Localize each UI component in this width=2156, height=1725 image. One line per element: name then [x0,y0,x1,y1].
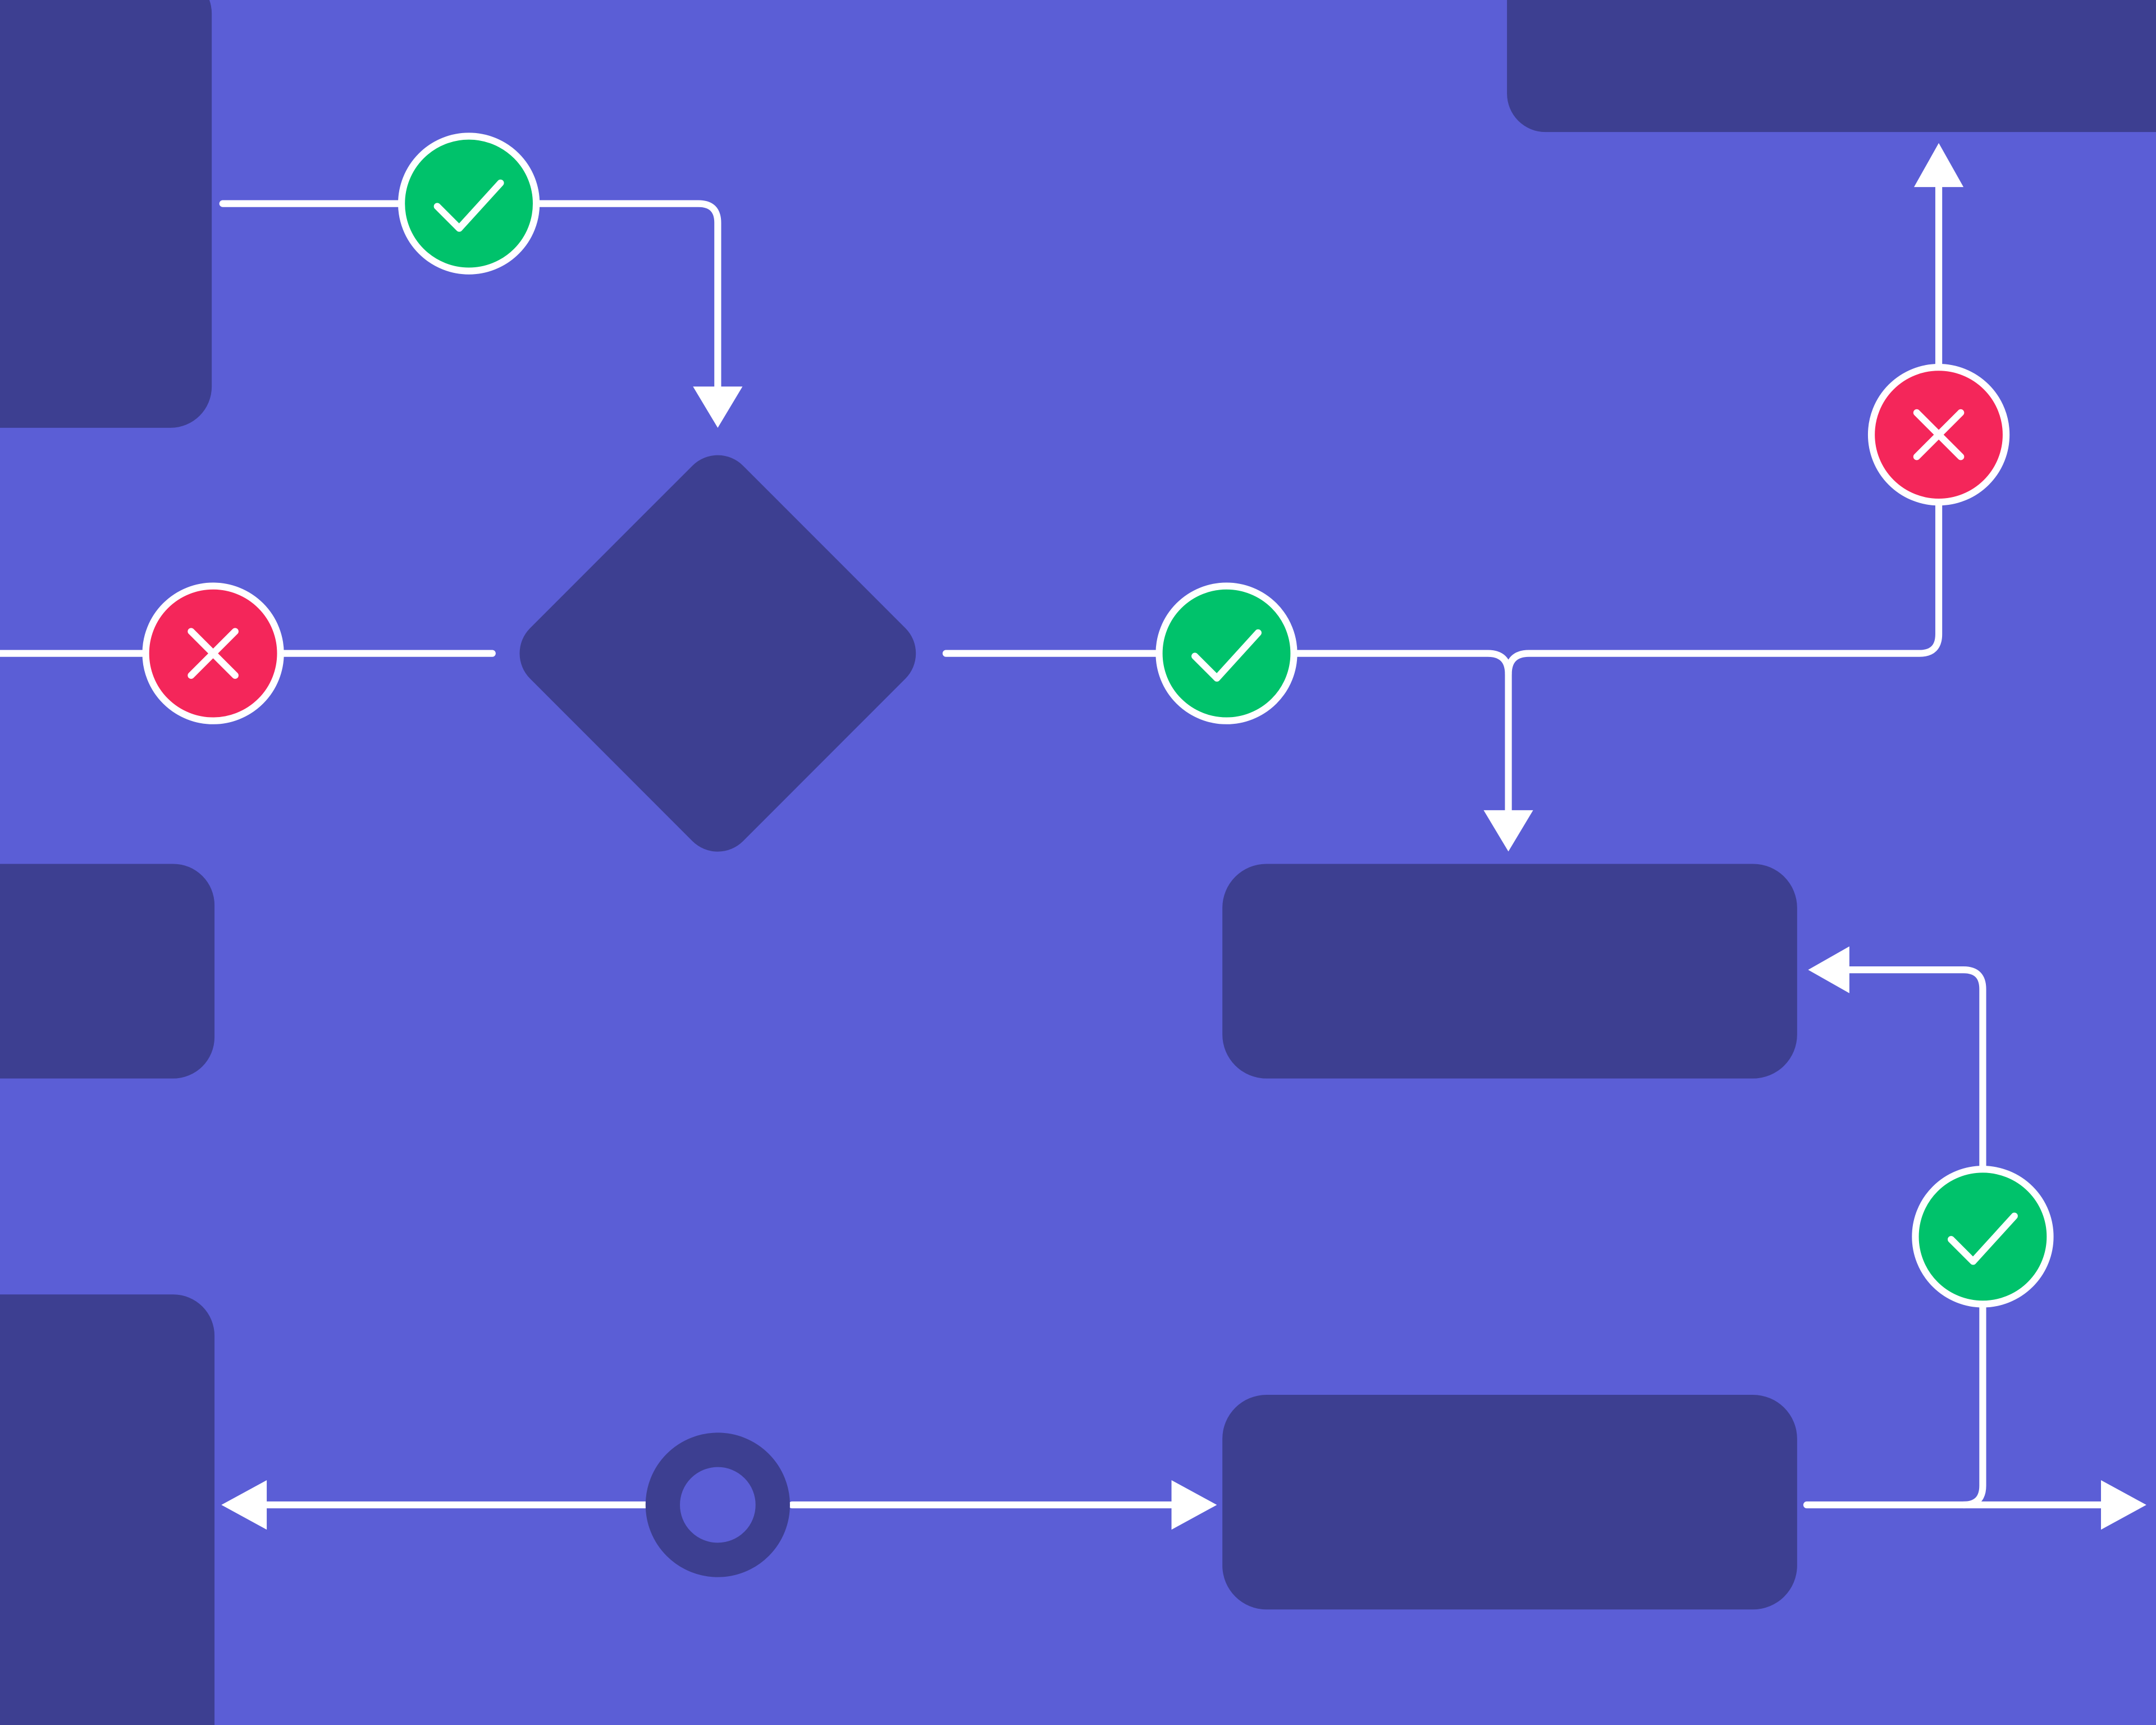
close-icon [188,628,239,679]
node-block-bottom-left [0,1294,215,1725]
arrowhead-left-bottom [221,1480,267,1530]
success-badge-bottom-right [1912,1166,2054,1308]
checkmark-icon [1947,1212,2018,1265]
arrowhead-left-middle-right [1808,946,1849,993]
arrowheads [221,143,2146,1530]
node-ring [645,1432,790,1577]
close-icon [1913,409,1965,460]
success-badge-top [398,133,540,275]
failure-badge-right [1867,363,2010,506]
node-block-top-right [1507,0,2156,133]
connector-branch-to-right [1505,181,1943,678]
arrowhead-up-top-right [1913,143,1964,188]
arrowhead-down-middle-right [1483,810,1533,852]
connectors [0,181,2110,1509]
failure-badge-left [142,582,284,724]
badges [142,133,2054,1308]
node-block-middle-right [1222,864,1797,1079]
success-badge-bottom-right-circle [1912,1166,2054,1308]
success-badge-top-circle [398,133,540,275]
connector-top-to-decision [219,200,721,393]
arrowhead-right-exit [2101,1480,2146,1530]
node-block-bottom-right [1222,1395,1797,1610]
node-block-middle-left [0,864,215,1079]
arrowhead-right-bottom-right [1171,1480,1217,1530]
success-badge-center [1155,582,1298,724]
checkmark-icon [433,179,504,232]
success-badge-center-circle [1155,582,1298,724]
node-decision [519,455,916,852]
arrowhead-down-decision [693,386,743,428]
checkmark-icon [1191,629,1262,682]
node-block-top-left [0,0,212,428]
